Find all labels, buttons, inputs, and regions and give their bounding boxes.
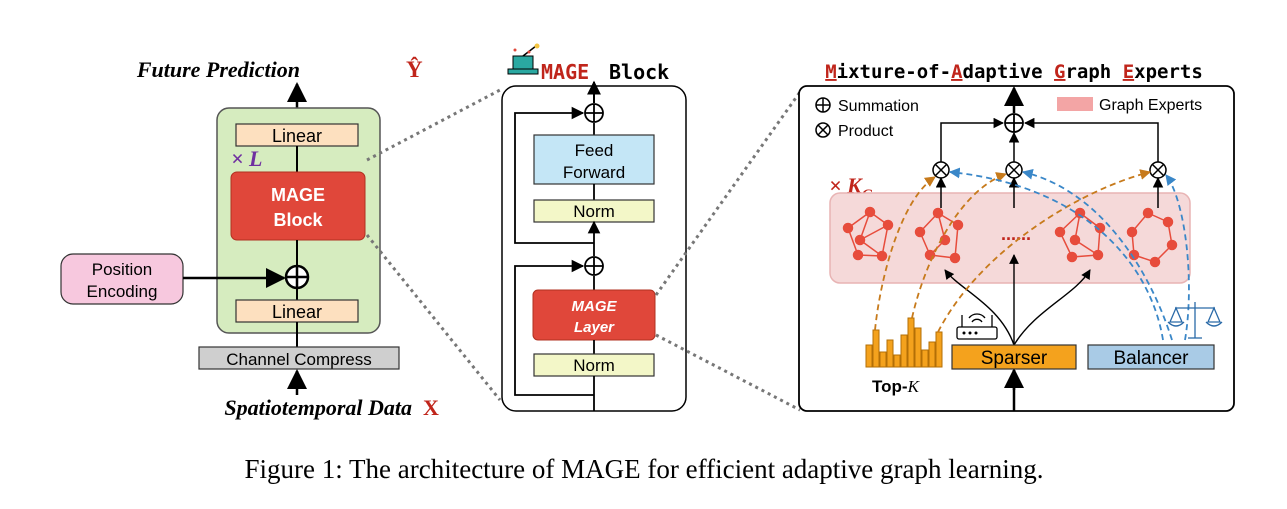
product-icon xyxy=(1149,161,1167,179)
magic-hat-icon xyxy=(507,43,540,75)
balancer-arrow-3 xyxy=(1165,174,1190,341)
title-part: ixture-of- xyxy=(837,61,951,83)
balancer-box xyxy=(1087,344,1215,370)
residual-bottom xyxy=(514,259,594,396)
experts-ellipsis: ...... xyxy=(1001,224,1031,244)
norm-top-label: Norm xyxy=(573,202,615,221)
title-part: raph xyxy=(1065,61,1122,83)
spatiotemporal-symbol: X xyxy=(423,395,439,420)
topk-arrow-2 xyxy=(911,172,1008,319)
summation-middle-icon xyxy=(584,256,604,276)
sparser-label: Sparser xyxy=(981,348,1048,369)
title-part: G xyxy=(1054,61,1065,83)
top-k-label: Top-K xyxy=(872,377,921,396)
times-l-label: × L xyxy=(231,146,262,171)
mage-block-title-block: Block xyxy=(609,60,669,84)
channel-compress-label: Channel Compress xyxy=(226,350,372,369)
mage-block-line1: MAGE xyxy=(271,185,325,205)
title-part: daptive xyxy=(963,61,1055,83)
legend-graph-experts-swatch xyxy=(1057,97,1093,111)
left-panel: Future Prediction Ŷ Linear × L MAGE Bloc… xyxy=(60,56,439,420)
top-k-chart-icon xyxy=(865,317,943,368)
summation-top-icon xyxy=(584,103,604,123)
legend-summation-label: Summation xyxy=(838,98,919,115)
graph-expert-icon xyxy=(842,206,894,262)
sparser-fan-left xyxy=(944,269,1015,346)
graph-expert-icon xyxy=(1054,207,1106,263)
graph-expert-icon xyxy=(914,207,964,264)
balancer-label: Balancer xyxy=(1114,348,1190,369)
linear-bottom-label: Linear xyxy=(272,302,322,322)
sparser-fan-right xyxy=(1013,269,1091,346)
legend-graph-experts-label: Graph Experts xyxy=(1099,97,1202,114)
middle-panel: MAGE Block Feed Forward Norm MAGE Layer xyxy=(501,43,687,412)
feed-forward-line2: Forward xyxy=(563,163,625,182)
moe-title: Mixture-of-Adaptive Graph Experts xyxy=(825,61,1203,83)
mage-block-line2: Block xyxy=(273,210,323,230)
legend-product-icon xyxy=(815,122,831,138)
zoom-connector-top xyxy=(366,88,501,162)
feed-forward-line1: Feed xyxy=(575,141,614,160)
position-line2: Encoding xyxy=(87,282,158,301)
sparser-box xyxy=(951,344,1077,370)
zoom-connector-right-bottom xyxy=(655,333,801,412)
zoom-connector-bottom xyxy=(365,234,502,401)
legend-product-label: Product xyxy=(838,123,894,140)
mage-block-title-mage: MAGE xyxy=(541,60,589,84)
mage-layer-line1: MAGE xyxy=(572,298,618,315)
title-part: E xyxy=(1123,61,1134,83)
right-panel: Mixture-of-Adaptive Graph Experts Summat… xyxy=(798,61,1235,412)
feed-forward-box xyxy=(533,134,655,185)
prod3-to-sum xyxy=(1023,117,1159,162)
figure-caption: Figure 1: The architecture of MAGE for e… xyxy=(245,454,1044,484)
prod1-to-sum xyxy=(940,117,1005,162)
topk-arrow-3 xyxy=(937,169,1152,333)
residual-top xyxy=(514,106,594,244)
topk-arrow-1 xyxy=(874,176,936,331)
mage-layer-line2: Layer xyxy=(574,319,615,336)
title-part: A xyxy=(951,61,963,83)
title-part: xperts xyxy=(1134,61,1203,83)
router-icon xyxy=(956,313,998,340)
balance-scale-icon xyxy=(1167,302,1223,339)
moe-summation-icon xyxy=(1004,113,1024,133)
norm-bottom-label: Norm xyxy=(573,356,615,375)
linear-top-label: Linear xyxy=(272,126,322,146)
balancer-arrow-2 xyxy=(1021,168,1173,341)
graph-expert-icon xyxy=(1126,207,1178,268)
future-prediction-symbol: Ŷ xyxy=(406,56,423,82)
product-icon xyxy=(932,161,950,179)
spatiotemporal-label: Spatiotemporal Data xyxy=(224,395,412,420)
product-icon xyxy=(1005,161,1023,179)
position-line1: Position xyxy=(92,260,152,279)
future-prediction-label: Future Prediction xyxy=(136,57,300,82)
balancer-arrow-1 xyxy=(948,167,1164,341)
summation-icon xyxy=(284,264,310,290)
title-part: M xyxy=(825,61,836,83)
legend-summation-icon xyxy=(815,97,831,113)
